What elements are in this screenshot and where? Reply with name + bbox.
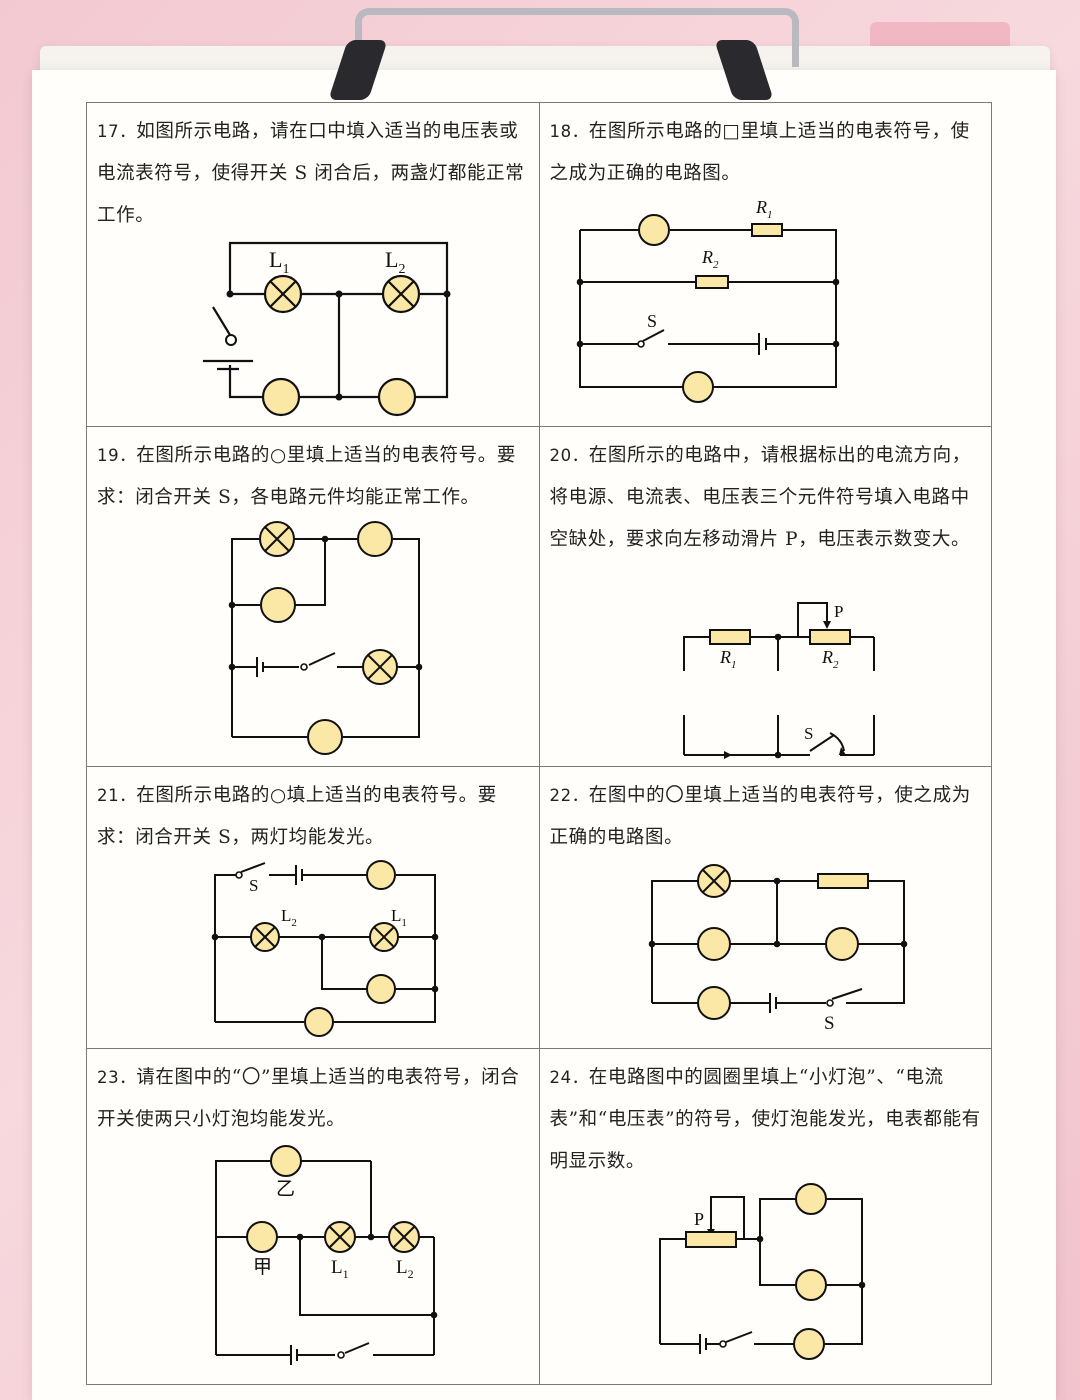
question-number: 17．	[97, 122, 137, 141]
circuit-diagram-23: 乙 甲 L1 L2	[215, 1145, 438, 1365]
question-18: 18．在图所示电路的□里填上适当的电表符号，使之成为正确的电路图。	[538, 102, 992, 427]
question-20-text: 20．在图所示的电路中，请根据标出的电流方向，将电源、电流表、电压表三个元件符号…	[549, 445, 971, 550]
label-s: S	[647, 311, 657, 331]
label-r1: R1	[719, 647, 737, 671]
label-yi: 乙	[276, 1179, 295, 1200]
label-s: S	[804, 724, 813, 743]
label-l1: L1	[331, 1257, 349, 1281]
question-19: 19．在图所示电路的○里填上适当的电表符号。要求：闭合开关 S，各电路元件均能正…	[86, 426, 540, 767]
label-l2: L2	[281, 906, 297, 929]
question-23-text: 23．请在图中的“〇”里填上适当的电表符号，闭合开关使两只小灯泡均能发光。	[97, 1067, 520, 1130]
label-s: S	[249, 876, 258, 895]
circuit-diagram-20: R1 R2 P S	[682, 602, 875, 759]
question-number: 21．	[97, 786, 137, 805]
question-21-text: 21．在图所示电路的○填上适当的电表符号。要求：闭合开关 S，两灯均能发光。	[97, 785, 497, 848]
circuit-diagram-17: L1 L2	[203, 241, 451, 417]
label-p: P	[834, 602, 843, 621]
question-22-text: 22．在图中的〇里填上适当的电表符号，使之成为正确的电路图。	[549, 785, 971, 848]
question-17-text: 17．如图所示电路，请在口中填入适当的电压表或电流表符号，使得开关 S 闭合后，…	[97, 121, 525, 226]
question-21: 21．在图所示电路的○填上适当的电表符号。要求：闭合开关 S，两灯均能发光。	[86, 766, 540, 1049]
label-l2: L2	[396, 1257, 414, 1281]
circuit-diagram-19	[228, 521, 423, 755]
question-19-text: 19．在图所示电路的○里填上适当的电表符号。要求：闭合开关 S，各电路元件均能正…	[97, 445, 516, 508]
label-l1: L1	[391, 906, 407, 929]
label-r1: R1	[755, 197, 773, 221]
question-22: 22．在图中的〇里填上适当的电表符号，使之成为正确的电路图。	[538, 766, 992, 1049]
label-r2: R2	[701, 247, 719, 271]
label-jia: 甲	[253, 1257, 272, 1278]
circuit-diagram-18: R1 R2 S	[576, 197, 839, 403]
question-number: 18．	[549, 122, 589, 141]
circuit-diagram-21: S L2 L1	[211, 860, 439, 1037]
question-17: 17．如图所示电路，请在口中填入适当的电压表或电流表符号，使得开关 S 闭合后，…	[86, 102, 540, 427]
circuit-diagram-24: P	[658, 1183, 865, 1360]
question-24-text: 24．在电路图中的圆圈里填上“小灯泡”、“电流表”和“电压表”的符号，使灯泡能发…	[549, 1067, 981, 1172]
question-number: 24．	[549, 1068, 589, 1087]
question-18-text: 18．在图所示电路的□里填上适当的电表符号，使之成为正确的电路图。	[549, 121, 970, 184]
clipboard-clip	[355, 8, 799, 67]
question-number: 23．	[97, 1068, 137, 1087]
question-number: 19．	[97, 446, 137, 465]
question-20: 20．在图所示的电路中，请根据标出的电流方向，将电源、电流表、电压表三个元件符号…	[538, 426, 992, 767]
question-24: 24．在电路图中的圆圈里填上“小灯泡”、“电流表”和“电压表”的符号，使灯泡能发…	[538, 1048, 992, 1385]
circuit-diagram-22: S	[648, 864, 907, 1034]
label-s: S	[824, 1013, 835, 1034]
label-r2: R2	[821, 647, 839, 671]
question-23: 23．请在图中的“〇”里填上适当的电表符号，闭合开关使两只小灯泡均能发光。	[86, 1048, 540, 1385]
label-l1: L1	[269, 247, 289, 277]
label-p: P	[694, 1209, 704, 1229]
question-number: 22．	[549, 786, 589, 805]
question-number: 20．	[549, 446, 589, 465]
question-grid: 17．如图所示电路，请在口中填入适当的电压表或电流表符号，使得开关 S 闭合后，…	[86, 102, 992, 1385]
label-l2: L2	[385, 247, 405, 277]
